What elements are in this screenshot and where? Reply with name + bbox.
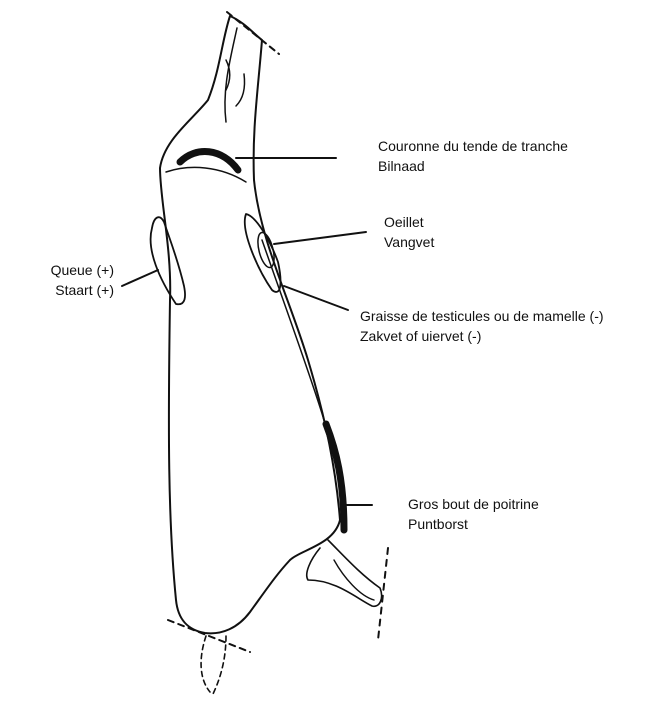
carcass-outline <box>160 16 340 633</box>
label-fat: Graisse de testicules ou de mamelle (-) … <box>360 306 604 346</box>
fat-leader-line <box>284 286 348 310</box>
label-brisket-nl: Puntborst <box>408 514 539 534</box>
label-crown: Couronne du tende de tranche Bilnaad <box>378 136 568 176</box>
label-crown-fr: Couronne du tende de tranche <box>378 136 568 156</box>
label-brisket-fr: Gros bout de poitrine <box>408 494 539 514</box>
label-fat-nl: Zakvet of uiervet (-) <box>360 326 604 346</box>
neck-inner-line <box>225 28 237 122</box>
neck-mark-2 <box>236 74 245 106</box>
eye-leader-line <box>274 232 366 244</box>
tail-leader-line <box>122 270 158 286</box>
label-fat-fr: Graisse de testicules ou de mamelle (-) <box>360 306 604 326</box>
label-eye: Oeillet Vangvet <box>384 212 434 252</box>
label-eye-nl: Vangvet <box>384 232 434 252</box>
label-tail-nl: Staart (+) <box>10 280 114 300</box>
right-cut-line <box>378 548 388 640</box>
inner-side-line <box>262 240 324 420</box>
shank-shape <box>307 540 382 606</box>
label-crown-nl: Bilnaad <box>378 156 568 176</box>
label-eye-fr: Oeillet <box>384 212 434 232</box>
tail-shape <box>151 217 185 304</box>
label-tail: Queue (+) Staart (+) <box>10 260 114 300</box>
bottom-remnant <box>201 636 226 696</box>
label-tail-fr: Queue (+) <box>10 260 114 280</box>
top-cut-line <box>227 12 279 54</box>
label-brisket: Gros bout de poitrine Puntborst <box>408 494 539 534</box>
